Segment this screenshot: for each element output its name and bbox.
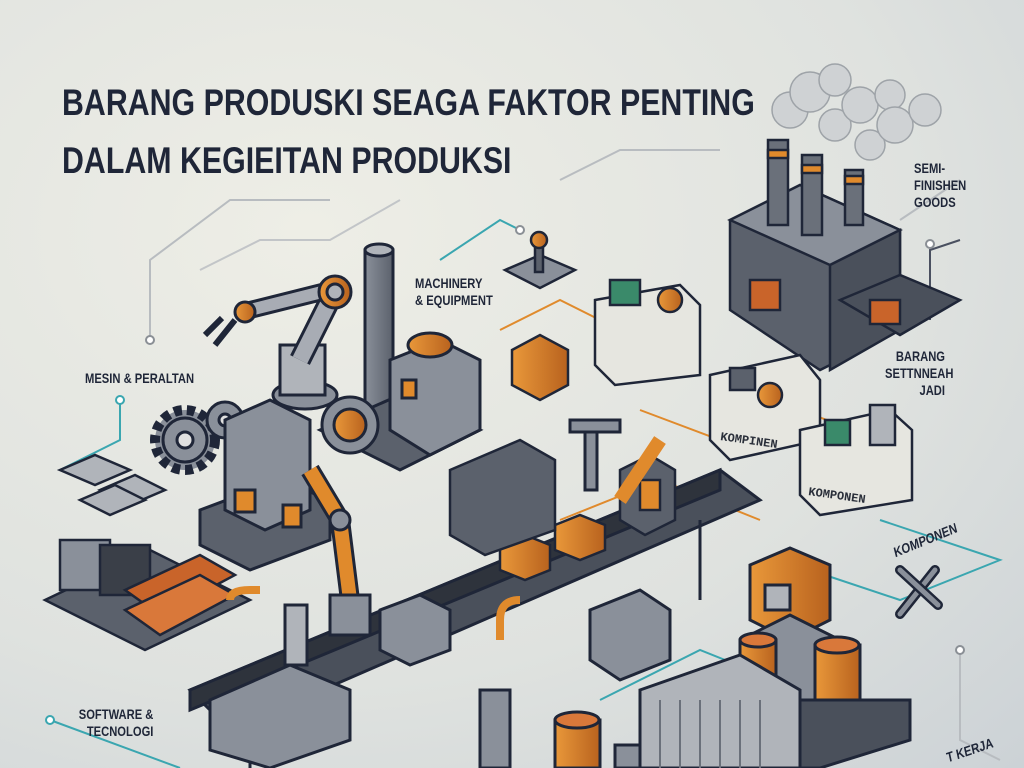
label-machinery: MACHINERY & EQUIPMENT (415, 275, 493, 309)
label-semi-finished: SEMI- FINISHEN GOODS (914, 160, 966, 211)
circuit-nodes (45, 225, 965, 725)
label-line: FINISHEN (914, 177, 967, 193)
label-software: SOFTWARE & TECNOLOGI (75, 706, 154, 740)
machinery (316, 242, 484, 472)
robot-arm-icon (301, 418, 666, 637)
robot-arm-icon (202, 274, 353, 411)
factory-icon (727, 138, 963, 373)
machine-unit (198, 398, 332, 572)
smoke-icon (771, 63, 942, 161)
gear-icon (150, 400, 245, 475)
label-barang-setengah-jadi: BARANG SETTNNEAH JADI (885, 348, 954, 399)
label-line: SETTNNEAH (885, 365, 954, 381)
label-line: SEMI- (914, 160, 946, 176)
label-line: TECNOLOGI (86, 723, 154, 739)
label-line: MACHINERY (415, 275, 483, 291)
page-title-line-1: BARANG PRODUSKI SEAGA FAKTOR PENTING (62, 82, 755, 123)
label-line: BARANG (895, 348, 945, 364)
control-lever-icon (502, 230, 578, 290)
crate-icon (510, 333, 570, 402)
label-mesin: MESIN & PERALTAN (85, 370, 195, 386)
machine-unit (208, 588, 672, 768)
label-line: JADI (919, 382, 945, 398)
wrench-screwdriver-icon (895, 565, 943, 619)
component-bin: KOMPONEN (798, 403, 914, 517)
label-line: & EQUIPMENT (415, 292, 493, 308)
label-line: GOODS (914, 194, 956, 210)
label-line: SOFTWARE & (78, 706, 154, 722)
material-pallet (42, 538, 253, 652)
metal-ingots (56, 453, 168, 517)
page-title-line-2: DALAM KEGIEITAN PRODUKSI (62, 140, 512, 181)
component-bin (593, 278, 702, 387)
shipping-container (638, 653, 912, 768)
